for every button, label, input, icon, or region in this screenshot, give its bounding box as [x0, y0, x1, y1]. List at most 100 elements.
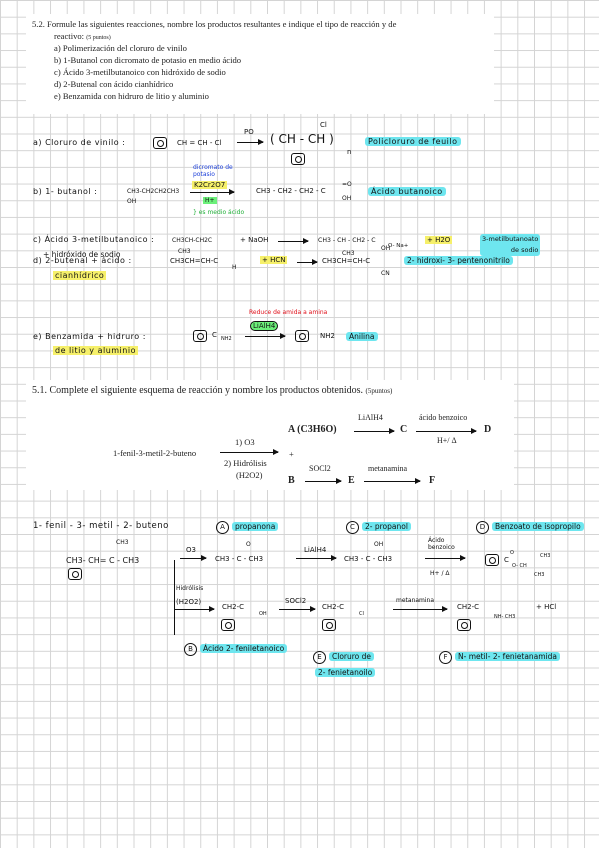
answer-51-E-struct: CH2-C	[322, 603, 345, 611]
answer-51-cond: H+ / Δ	[430, 570, 450, 577]
reaction-arrow	[174, 606, 215, 612]
answer-a-polymer: ( CH - CH )	[270, 132, 334, 146]
answer-b-note: dicromato de potasio	[193, 164, 233, 178]
reaction-arrow	[354, 428, 395, 434]
answer-e-reagent: LiAlH4	[250, 321, 279, 331]
benzene-ring-icon	[193, 330, 207, 342]
answer-c-label-cont: + hidróxido de sodio	[43, 250, 121, 259]
reaction-arrow	[245, 333, 286, 339]
answer-51-metanamina: metanamina	[396, 597, 435, 604]
answer-b-hplus: H+	[203, 197, 217, 204]
answer-c-product-sub: O- Na+	[388, 243, 409, 249]
answer-51-ester-ch3: CH3	[540, 553, 551, 559]
question-52-box: 5.2. Formule las siguientes reacciones, …	[26, 14, 494, 114]
benzene-ring-icon	[322, 619, 336, 631]
answer-c-ch3: CH3	[178, 248, 191, 255]
answer-51-ester-ch3b: CH3	[534, 572, 545, 578]
scheme-socl2: SOCl2	[309, 464, 331, 473]
answer-d-label: d) 2-butenal + ácido :	[33, 256, 132, 265]
answer-51-B-struct: CH2-C	[222, 603, 245, 611]
question-51-title: 5.1. Complete el siguiente esquema de re…	[32, 385, 364, 396]
answer-51-E-cont: 2- fenietanoilo	[315, 668, 376, 677]
benzene-ring-icon	[457, 619, 471, 631]
answer-b-green-note: } es medio ácido	[193, 209, 245, 216]
answer-51-o3: O3	[186, 546, 196, 554]
answer-a-n: n	[347, 148, 352, 156]
answer-b-reactant: CH3-CH2CH2CH3	[127, 188, 180, 195]
scheme-C: C	[400, 424, 408, 435]
answer-51-acetone: CH3 - C - CH3	[215, 555, 264, 563]
answer-c-product-struct: CH3 - CH - CH2 - C	[318, 237, 376, 244]
answer-d-reactant-h: H	[232, 264, 237, 271]
question-52-title: 5.2. Formule las siguientes reacciones, …	[32, 19, 397, 29]
answer-e-red-note: Reduce de amida a amina	[249, 309, 328, 316]
question-52-item-d: d) 2-Butenal con ácido cianhídrico	[54, 79, 174, 89]
reaction-arrow	[364, 478, 421, 484]
letter-d-icon: D	[476, 521, 489, 534]
reaction-arrow	[279, 606, 316, 612]
scheme-lialh4: LiAlH4	[358, 413, 383, 422]
benzene-ring-icon	[295, 330, 309, 342]
reaction-arrow	[416, 428, 477, 434]
benzene-ring-icon	[221, 619, 235, 631]
letter-a-icon: A	[216, 521, 229, 534]
answer-e-product-struct: NH2	[320, 332, 335, 340]
answer-51-start-struct: CH3- CH= C - CH3	[66, 556, 140, 565]
answer-b-reagent: K2Cr2O7	[192, 181, 228, 189]
answer-d-reactant: CH3CH=CH-C	[170, 257, 219, 265]
answer-c-water: + H2O	[425, 236, 453, 244]
answer-c-naoh: + NaOH	[240, 236, 269, 244]
scheme-cond: H+/ Δ	[437, 436, 457, 445]
answer-b-product-o: =O	[342, 181, 352, 188]
letter-c-icon: C	[346, 521, 359, 534]
answer-51-ester-och: O- CH	[512, 563, 527, 569]
reaction-arrow	[305, 478, 342, 484]
question-52-points: (5 puntos)	[86, 35, 111, 41]
answer-a-catalyst: PO	[244, 128, 254, 136]
question-52-item-b: b) 1-Butanol con dicromato de potasio en…	[54, 55, 242, 65]
question-52-item-a: a) Polimerización del cloruro de vinilo	[54, 43, 187, 53]
answer-b-product-oh: OH	[342, 195, 352, 202]
benzene-ring-icon	[68, 568, 82, 580]
answer-e-reactant: C	[212, 331, 217, 339]
scheme-step1: 1) O3	[235, 437, 255, 447]
answer-51-F-nh: NH- CH3	[494, 614, 516, 620]
scheme-plus: +	[289, 449, 294, 459]
scheme-A: A (C3H6O)	[288, 424, 337, 435]
question-52-item-e: e) Benzamida con hidruro de litio y alum…	[54, 91, 209, 101]
answer-51-start: 1- fenil - 3- metil - 2- buteno	[33, 521, 169, 531]
answer-a-reactant: CH = CH - Cl	[177, 139, 222, 147]
letter-b-icon: B	[184, 643, 197, 656]
answer-51-start-ch3: CH3	[116, 539, 129, 546]
scheme-start: 1-fenil-3-metil-2-buteno	[113, 448, 197, 458]
reaction-arrow	[237, 139, 264, 145]
answer-d-product: 2- hidroxi- 3- pentenonitrilo	[404, 256, 513, 265]
answer-b-product: Ácido butanoico	[368, 187, 446, 196]
answer-e-nh2: NH2	[221, 336, 232, 342]
reaction-arrow	[190, 189, 235, 195]
scheme-acid: ácido benzoico	[419, 413, 468, 422]
answer-51-h2o2: (H2O2)	[176, 598, 202, 606]
answer-b-oh: OH	[127, 198, 137, 205]
benzene-ring-icon	[485, 554, 499, 566]
answer-51-ester: C	[504, 556, 509, 564]
scheme-F: F	[429, 475, 436, 486]
scheme-metanamina: metanamina	[368, 464, 408, 473]
answer-c-label: c) Ácido 3-metilbutanoico :	[33, 235, 155, 244]
question-52-item-c: c) Ácido 3-metilbutanoico con hidróxido …	[54, 67, 226, 77]
question-52-title-cont: reactivo:	[54, 31, 85, 41]
scheme-D: D	[484, 424, 492, 435]
answer-e-label: e) Benzamida + hidruro :	[33, 332, 146, 341]
answer-51-acid: Ácido benzoico	[428, 537, 455, 551]
benzene-ring-icon	[153, 137, 167, 149]
question-51-box: 5.1. Complete el siguiente esquema de re…	[26, 380, 514, 490]
scheme-step2: 2) Hidrólisis	[224, 458, 267, 468]
reaction-arrow	[296, 555, 337, 561]
answer-d-label-cont: cianhídrico	[53, 271, 107, 280]
answer-a-label: a) Cloruro de vinilo :	[33, 138, 126, 147]
